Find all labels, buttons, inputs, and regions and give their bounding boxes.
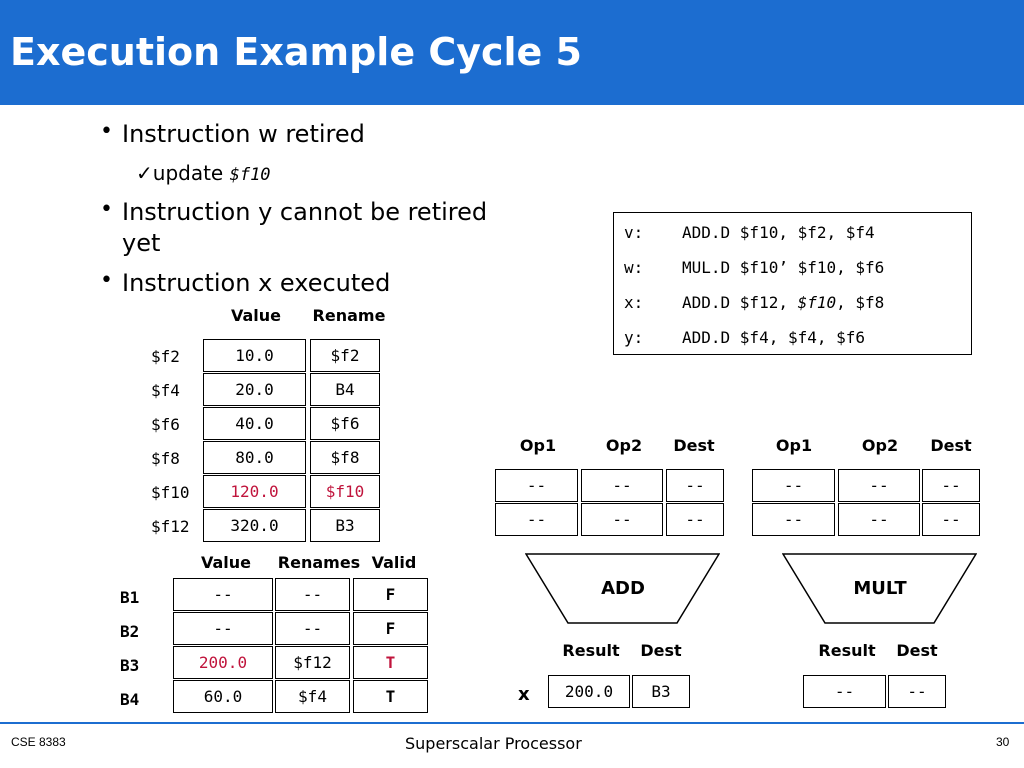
mult-unit-trapezoid [782, 553, 977, 624]
bullet-text: Instruction w retired [122, 120, 365, 148]
mult-station-op2: -- [838, 469, 920, 502]
footer-page-number: 30 [996, 735, 1010, 749]
mult-dest-header: Dest [930, 436, 972, 455]
add-op2-header: Op2 [605, 436, 643, 455]
sub-bullet-update: ✓update $f10 [136, 161, 271, 185]
bullet-y-line2: yet [122, 229, 161, 257]
buffer-valid-cell: F [353, 578, 428, 611]
register-label: $f2 [151, 347, 180, 366]
buffer-label: B2 [120, 622, 140, 641]
mult-station-op2: -- [838, 503, 920, 536]
buffer-label: B4 [120, 690, 140, 709]
instruction-v: v:ADD.D $f10, $f2, $f4 [624, 223, 875, 242]
register-label: $f10 [151, 483, 190, 502]
mult-station-op1: -- [752, 503, 835, 536]
register-rename-cell-highlight: $f10 [310, 475, 380, 508]
buffer-value-cell: -- [173, 612, 273, 645]
register-rename-cell: B3 [310, 509, 380, 542]
register-label: $f4 [151, 381, 180, 400]
add-station-dest: -- [666, 469, 724, 502]
register-value-cell: 40.0 [203, 407, 306, 440]
slide-title: Execution Example Cycle 5 [10, 30, 582, 74]
sub-bullet-text: update [152, 161, 230, 185]
add-station-dest: -- [666, 503, 724, 536]
buffer-label: B1 [120, 588, 140, 607]
buffer-label: B3 [120, 656, 140, 675]
register-rename-cell: $f8 [310, 441, 380, 474]
buffer-rename-cell: -- [275, 578, 350, 611]
add-dest-header: Dest [673, 436, 715, 455]
add-op1-header: Op1 [519, 436, 557, 455]
register-value-cell: 320.0 [203, 509, 306, 542]
register-rename-cell: B4 [310, 373, 380, 406]
mult-result-header: Result [818, 641, 876, 660]
add-unit-trapezoid [525, 553, 720, 624]
mult-station-dest: -- [922, 469, 980, 502]
footer-divider [0, 722, 1024, 724]
instruction-x: x:ADD.D $f12, $f10, $f8 [624, 293, 885, 312]
buffer-rename-cell: $f4 [275, 680, 350, 713]
add-station-op1: -- [495, 469, 578, 502]
mult-unit-label: MULT [853, 578, 907, 599]
bullet-y-not-retired: • Instruction y cannot be retired [100, 197, 488, 226]
register-rename-cell: $f2 [310, 339, 380, 372]
bullet-dot: • [100, 119, 113, 144]
footer-course: CSE 8383 [11, 735, 66, 749]
add-result-dest-header: Dest [640, 641, 682, 660]
add-station-op2: -- [581, 469, 663, 502]
register-label: $f8 [151, 449, 180, 468]
mult-op2-header: Op2 [861, 436, 899, 455]
buffer-rename-cell: $f12 [275, 646, 350, 679]
instruction-w: w:MUL.D $f10’ $f10, $f6 [624, 258, 885, 277]
register-value-cell: 20.0 [203, 373, 306, 406]
mult-station-dest: -- [922, 503, 980, 536]
bullet-dot: • [100, 197, 113, 222]
buffer-rename-cell: -- [275, 612, 350, 645]
buffer-valid-cell: T [353, 680, 428, 713]
mult-station-op1: -- [752, 469, 835, 502]
register-rename-header: Rename [312, 306, 386, 325]
instruction-y: y:ADD.D $f4, $f4, $f6 [624, 328, 866, 347]
buffer-value-cell: -- [173, 578, 273, 611]
bullet-text-line1: Instruction y cannot be retired [122, 198, 488, 226]
add-station-op1: -- [495, 503, 578, 536]
add-station-op2: -- [581, 503, 663, 536]
add-result-tag: x [518, 684, 530, 705]
bullet-w-retired: • Instruction w retired [100, 119, 365, 148]
buffer-value-cell: 60.0 [173, 680, 273, 713]
register-rename-cell: $f6 [310, 407, 380, 440]
buffer-valid-cell: F [353, 612, 428, 645]
footer-topic: Superscalar Processor [405, 734, 582, 753]
register-value-cell: 80.0 [203, 441, 306, 474]
register-label: $f12 [151, 517, 190, 536]
add-result-dest: B3 [632, 675, 690, 708]
mult-result-value: -- [803, 675, 886, 708]
sub-bullet-code: $f10 [229, 165, 271, 185]
check-icon: ✓ [136, 161, 153, 185]
register-label: $f6 [151, 415, 180, 434]
mult-result-dest-header: Dest [896, 641, 938, 660]
mult-op1-header: Op1 [775, 436, 813, 455]
register-value-header: Value [230, 306, 282, 325]
buffer-valid-header: Valid [371, 553, 417, 572]
buffer-value-cell-highlight: 200.0 [173, 646, 273, 679]
register-value-cell-highlight: 120.0 [203, 475, 306, 508]
buffer-renames-header: Renames [277, 553, 361, 572]
buffer-valid-cell-highlight: T [353, 646, 428, 679]
add-result-value: 200.0 [548, 675, 630, 708]
add-unit-label: ADD [601, 578, 645, 599]
add-result-header: Result [562, 641, 620, 660]
register-value-cell: 10.0 [203, 339, 306, 372]
bullet-text: Instruction x executed [122, 269, 391, 297]
mult-result-dest: -- [888, 675, 946, 708]
title-bar [0, 0, 1024, 105]
instruction-list: v:ADD.D $f10, $f2, $f4 w:MUL.D $f10’ $f1… [613, 212, 972, 355]
bullet-x-executed: • Instruction x executed [100, 268, 391, 297]
bullet-dot: • [100, 268, 113, 293]
buffer-value-header: Value [200, 553, 252, 572]
